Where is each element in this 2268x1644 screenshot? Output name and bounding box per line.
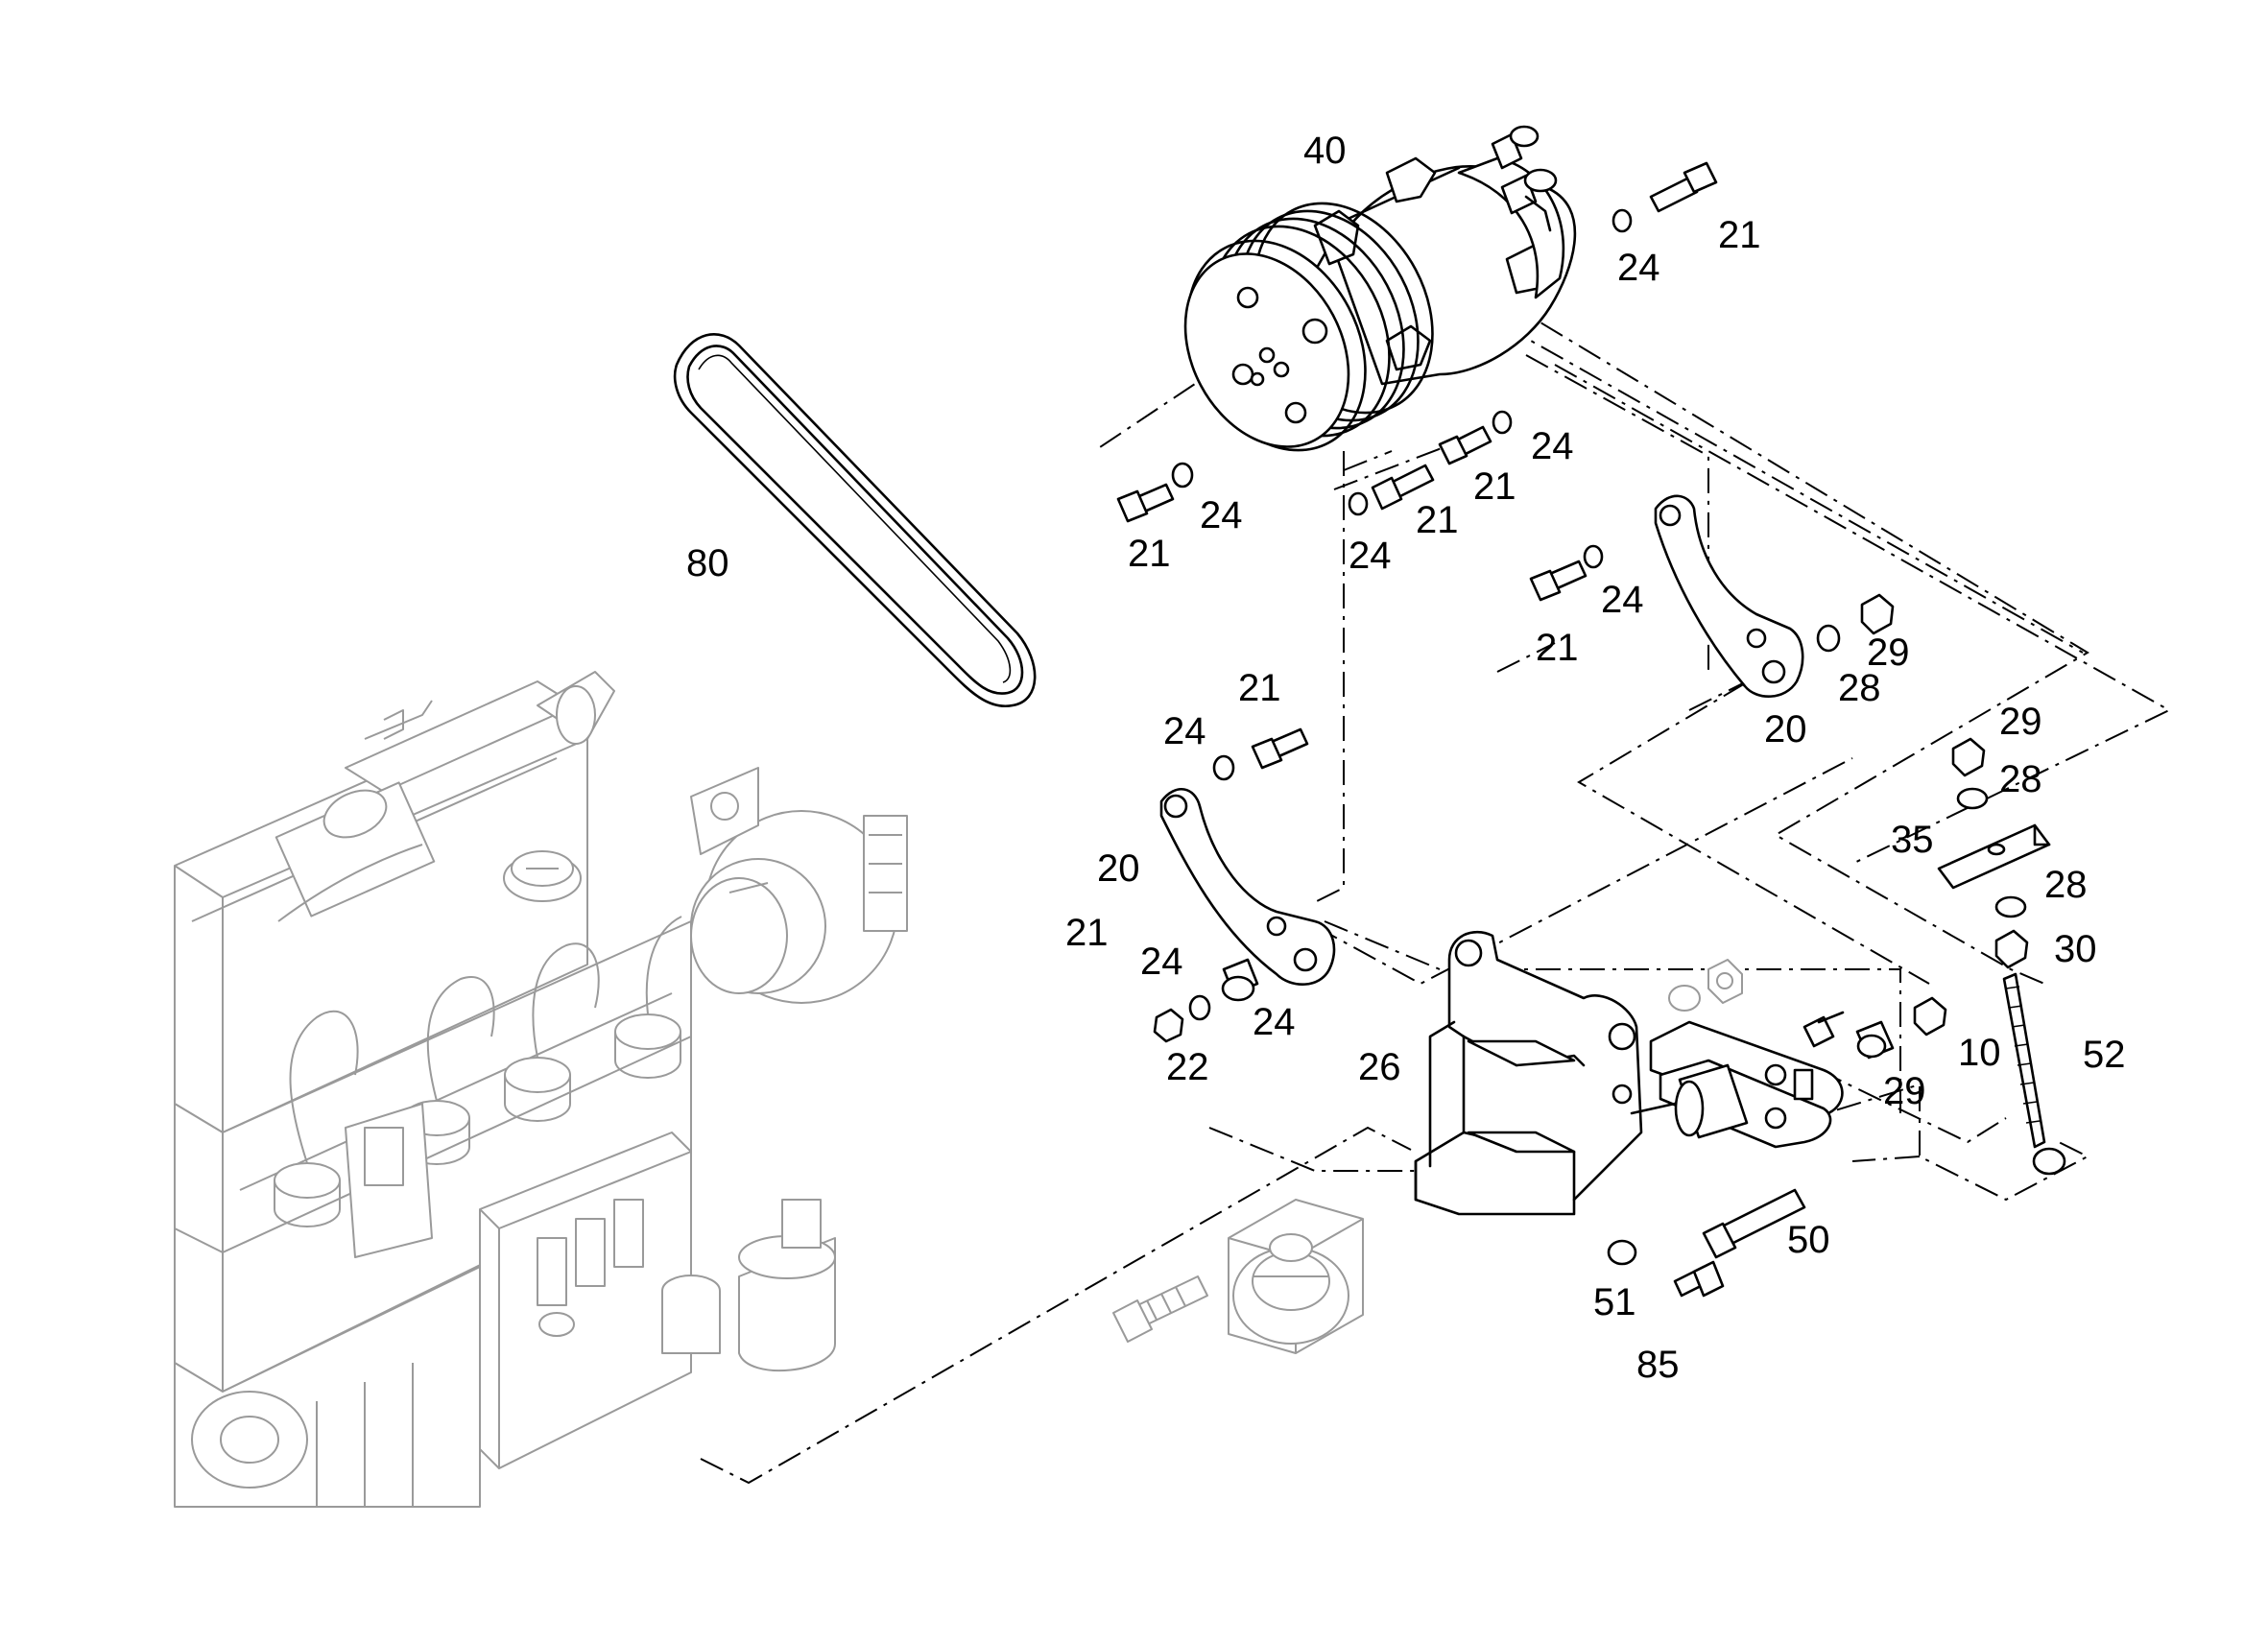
- v-belt: [673, 333, 1037, 708]
- ghost-hardware: [1668, 959, 1743, 1012]
- callout-20: 21: [1065, 912, 1109, 954]
- callout-30: 30: [2054, 928, 2097, 970]
- callout-21: 21: [1416, 499, 1459, 541]
- callout-80: 80: [686, 542, 729, 584]
- callout-51: 50: [1787, 1219, 1830, 1261]
- callout-29: 29: [1867, 631, 1910, 674]
- callout-29: 10: [1958, 1032, 2001, 1074]
- callout-21: 21: [1536, 627, 1579, 669]
- main-bracket: [1414, 930, 1845, 1216]
- callout-24: 24: [1200, 494, 1243, 536]
- callout-28: 28: [1838, 667, 1881, 709]
- callout-21: 21: [1238, 667, 1281, 709]
- callout-24: 24: [1601, 579, 1644, 621]
- callout-21: 21: [1128, 533, 1171, 575]
- callout-85: 51: [1593, 1281, 1636, 1323]
- callout-28: 28: [2044, 864, 2088, 906]
- callout-20: 20: [1764, 708, 1807, 751]
- callout-21: 21: [1473, 465, 1516, 508]
- callout-24: 24: [1349, 535, 1392, 577]
- callout-24: 24: [1163, 710, 1206, 752]
- bracket-arm-right: [1654, 494, 1804, 698]
- callout-40: 40: [1303, 130, 1347, 172]
- callout-52: 29: [1883, 1070, 1926, 1112]
- callout-10: 26: [1358, 1046, 1401, 1088]
- callout-35: 35: [1891, 819, 1934, 861]
- callout-labels: 40 21 24 24 21 21 24 24 21 21 24 80 21 2…: [686, 130, 2126, 1386]
- callout-90: 85: [1636, 1344, 1680, 1386]
- engine-mount: [1112, 1199, 1364, 1354]
- callout-26: 22: [1166, 1046, 1209, 1088]
- bracket-arm-left: [1159, 787, 1336, 986]
- ac-compressor: [1183, 125, 1577, 452]
- callout-20: 20: [1097, 847, 1140, 890]
- callout-28: 28: [1999, 758, 2042, 800]
- callout-50: 52: [2083, 1034, 2126, 1076]
- callout-24: 24: [1617, 247, 1660, 289]
- callout-24: 24: [1531, 425, 1574, 467]
- fasteners: [1116, 161, 2066, 1298]
- callout-22: 24: [1253, 1001, 1296, 1043]
- construction-lines: [700, 286, 2172, 1485]
- engine-block: [174, 671, 908, 1508]
- callout-29: 29: [1999, 701, 2042, 743]
- callout-21: 21: [1718, 214, 1761, 256]
- callout-24: 24: [1140, 941, 1183, 983]
